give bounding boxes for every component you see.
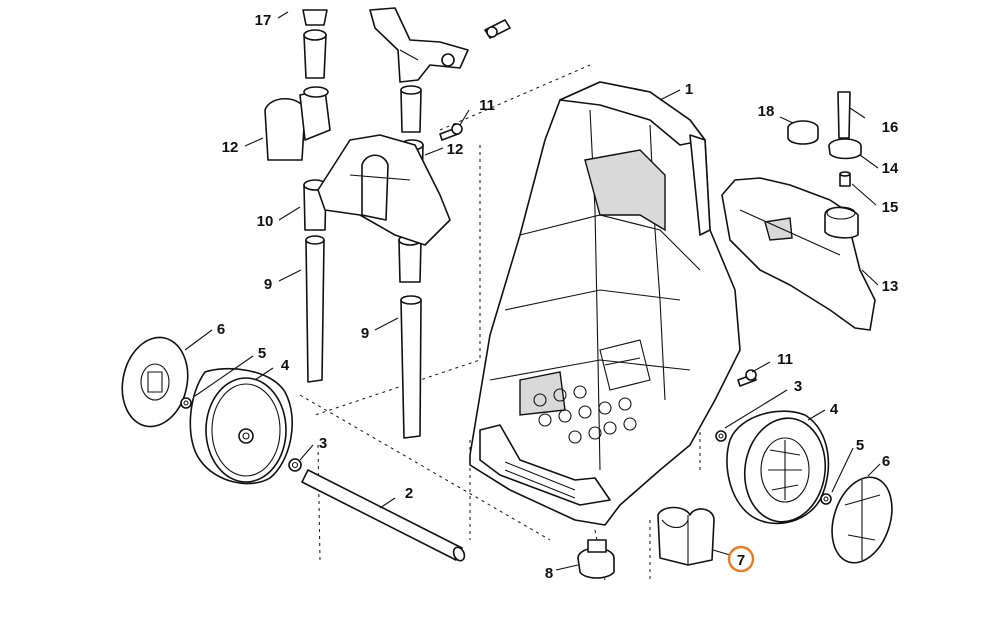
callouts: 17 12 10 9 9 11 12 1 18 16 14 15 13 11 3… [217, 12, 899, 582]
callout-14: 13 [882, 278, 899, 295]
callout-12-right: 12 [447, 141, 464, 158]
callout-6-left: 6 [217, 321, 225, 338]
cap-part-15 [828, 138, 862, 160]
leader-lines [184, 11, 881, 571]
clip-part-5-right [820, 493, 832, 505]
tube-part-9-left [305, 239, 325, 383]
callout-9-right: 9 [361, 325, 369, 342]
fitting-part-17 [839, 171, 851, 187]
callout-3-right: 3 [794, 378, 802, 395]
callout-3-left: 3 [319, 435, 327, 452]
hubcap-part-6-left [121, 336, 189, 428]
callout-5-right: 5 [856, 437, 864, 454]
callout-18: 18 [758, 103, 775, 120]
right-wheel-assembly [715, 410, 893, 564]
hose-guide [369, 7, 511, 83]
callout-11-right: 11 [777, 351, 793, 368]
callout-5-left: 5 [258, 345, 266, 362]
bracket-part-12-left [264, 97, 306, 161]
foot-part-7 [657, 506, 715, 566]
callout-15: 14 [882, 160, 899, 177]
cap-part-18 [787, 120, 819, 145]
callout-7: 7 [737, 552, 745, 569]
callout-1: 1 [685, 81, 693, 98]
washer-part-3-left [288, 458, 302, 472]
dipstick-part-16 [837, 91, 851, 139]
callout-10: 10 [257, 213, 274, 230]
clip-part-5-left [180, 397, 192, 409]
tube-part-9-right [400, 299, 422, 439]
washer-part-3-right [715, 430, 727, 442]
callout-17: 15 [882, 199, 899, 216]
tank-part-14 [721, 177, 876, 331]
left-wheel-assembly [121, 336, 302, 485]
screws-part-11 [439, 123, 757, 387]
callout-11-top: 11 [479, 97, 495, 114]
callout-12-left: 12 [222, 139, 239, 156]
main-frame-part-1 [469, 81, 741, 526]
callout-13: 17 [255, 12, 272, 29]
frame-floor-holes [533, 385, 637, 444]
highlight-ring-7 [727, 545, 755, 573]
callout-4-left: 4 [281, 357, 290, 374]
callout-6-right: 6 [882, 453, 890, 470]
callout-16: 16 [882, 119, 899, 136]
callout-9-left: 9 [264, 276, 272, 293]
callout-2: 2 [405, 485, 413, 502]
callout-4-right: 4 [830, 401, 839, 418]
caster-part-8 [577, 539, 615, 579]
axle-part-2 [301, 469, 466, 562]
handle-bracket [264, 86, 451, 246]
callout-8: 8 [545, 565, 553, 582]
